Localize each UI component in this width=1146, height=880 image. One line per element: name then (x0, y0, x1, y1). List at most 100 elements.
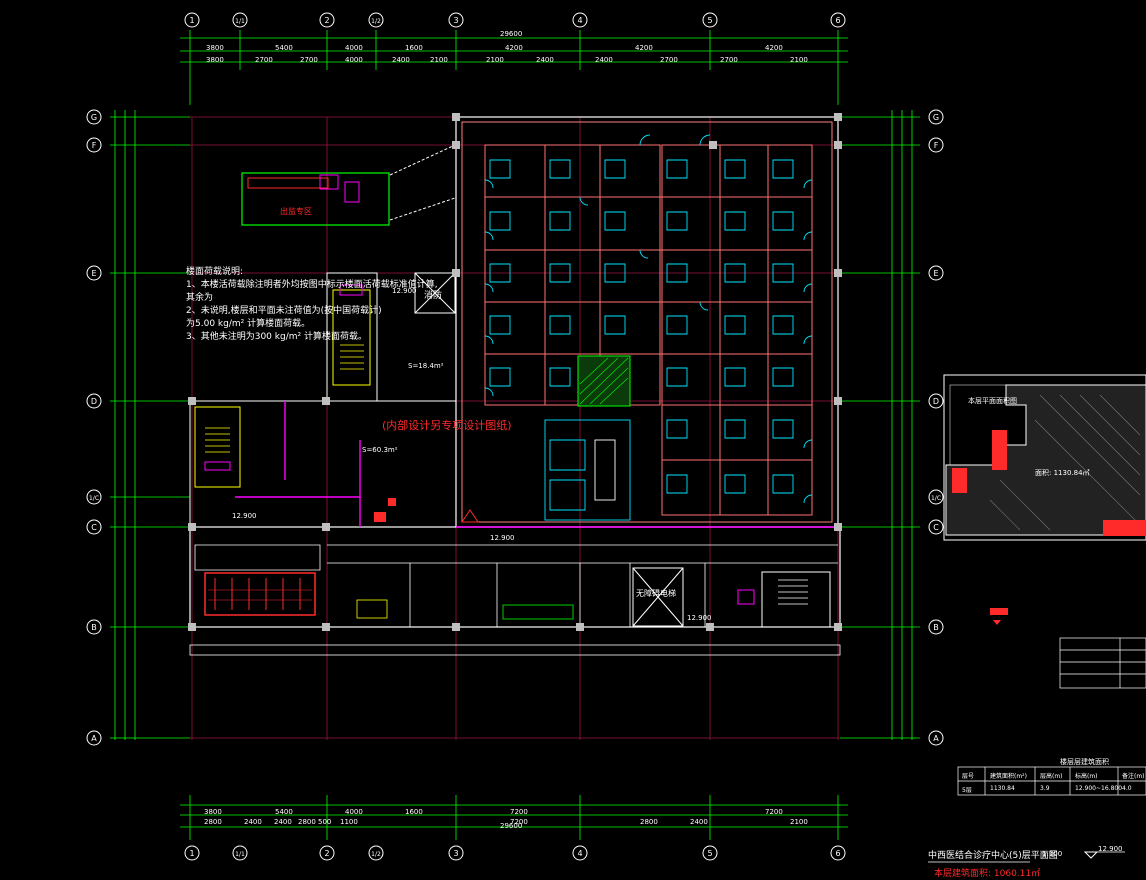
dim-bot1-value: 1600 (405, 808, 423, 816)
inset-panel (943, 374, 1146, 541)
dim-bot2-value: 1100 (340, 818, 358, 826)
axis-right-6: B (933, 623, 939, 632)
dim-bot2-value: 2100 (790, 818, 808, 826)
dim-top1-value: 4200 (505, 44, 523, 52)
axis-top-0: 1 (189, 16, 194, 25)
axis-left-6-circle (86, 619, 102, 635)
room-area-label-2: S=18.4m² (408, 362, 444, 370)
elevator-shaft (632, 567, 684, 627)
level-5: 12.900 (1098, 845, 1123, 853)
dim-top1-value: 4000 (345, 44, 363, 52)
axis-top-7-circle (830, 12, 846, 28)
legend-row-cell: 12.900~16.800 (1075, 785, 1123, 792)
axis-left-4: 1/C (89, 495, 99, 502)
elevator-label: 无障碍电梯 (636, 589, 676, 598)
dim-top2-value: 4000 (345, 56, 363, 64)
axis-right-7: A (933, 734, 939, 743)
axis-top-1-circle (232, 12, 248, 28)
axis-top-3: 1/2 (371, 18, 381, 25)
dim-top1-value: 5400 (275, 44, 293, 52)
room-area-label: S=60.3m² (362, 446, 398, 454)
courtyard (577, 355, 631, 407)
axis-bottom-3-circle (368, 845, 384, 861)
red-markers (374, 498, 479, 523)
outdoor-area-label: 出监专区 (280, 207, 312, 216)
lower-band (189, 644, 841, 656)
axis-top-5-circle (572, 12, 588, 28)
structural-columns (188, 113, 842, 631)
dim-bot1-value: 3800 (204, 808, 222, 816)
dim-bot1-value: 5400 (275, 808, 293, 816)
dim-bot2-value: 2800 (640, 818, 658, 826)
notes-item-5: 3、其他未注明为300 kg/m² 计算楼面荷载。 (186, 332, 367, 342)
axis-top-3-circle (368, 12, 384, 28)
notes-block: 楼面荷载说明: 1、本楼活荷载除注明者外均按图中标示楼面活荷载标准值计算, 其余… (186, 266, 438, 344)
dim-top2-value: 2100 (486, 56, 504, 64)
axis-left-2-circle (86, 265, 102, 281)
drawing-scale: 1:100 (1042, 850, 1063, 858)
equipment-room (204, 572, 316, 616)
bottom-rooms (194, 544, 838, 627)
axis-bottom-5: 4 (577, 849, 582, 858)
axis-bottom-1: 1/1 (235, 851, 245, 858)
level-2: 12.900 (232, 512, 257, 520)
axis-left-1-circle (86, 137, 102, 153)
legend-headers-cell: 层高(m) (1040, 773, 1063, 780)
axis-left-0: G (91, 113, 97, 122)
dim-top2-value: 2700 (255, 56, 273, 64)
dim-top1-value: 3800 (206, 44, 224, 52)
axis-left-6: B (91, 623, 97, 632)
axis-top-2: 2 (324, 16, 329, 25)
dim-bot2-value: 2800 (204, 818, 222, 826)
stair-center (326, 272, 378, 402)
legend-row-cell: 5层 (962, 787, 972, 794)
axis-left-5-circle (86, 519, 102, 535)
inset-label: 本层平面面积图 (968, 397, 1017, 405)
dim-bot2-value: 2400 (690, 818, 708, 826)
dim-top2-value: 2700 (660, 56, 678, 64)
legend-headers-cell: 层号 (962, 773, 975, 780)
dim-top2-value: 3800 (206, 56, 224, 64)
level-1: 12.900 (392, 287, 417, 295)
axis-top-2-circle (319, 12, 335, 28)
axis-top-5: 4 (577, 16, 582, 25)
axis-right-0-circle (928, 109, 944, 125)
dim-bottom-total: 29600 (500, 822, 523, 830)
axis-bottom-1-circle (232, 845, 248, 861)
axis-left-7: A (91, 734, 97, 743)
axis-bottom-3: 1/2 (371, 851, 381, 858)
ward-grid (484, 144, 813, 516)
axis-right-6-circle (928, 619, 944, 635)
axis-bottom-2: 2 (324, 849, 329, 858)
axis-left-1: F (92, 141, 97, 150)
legend-headers-cell: 备注(m) (1122, 773, 1145, 780)
legend-headers-cell: 建筑面积(m²) (990, 773, 1027, 780)
dim-top2-value: 2400 (536, 56, 554, 64)
stair-right (737, 571, 831, 628)
floor-area: 本层建筑面积: 1060.11㎡ (934, 869, 1041, 879)
axis-right-3-circle (928, 393, 944, 409)
axis-top-1: 1/1 (235, 18, 245, 25)
legend-row-cell: 3.9 (1040, 785, 1050, 792)
drawing-title: 中西医结合诊疗中心(5)层平面图 (928, 851, 1058, 861)
fire-room (414, 272, 456, 314)
axis-bottom-6-circle (702, 845, 718, 861)
outdoor-annex (241, 144, 456, 226)
dim-bot1-value: 7200 (765, 808, 783, 816)
axis-left-0-circle (86, 109, 102, 125)
axis-right-7-circle (928, 730, 944, 746)
fire-room-label: 消防 (424, 291, 443, 301)
notes-item-4: 为5.00 kg/m² 计算楼面荷载。 (186, 319, 311, 329)
ward-fixtures (484, 134, 813, 521)
axis-bottom-4-circle (448, 845, 464, 861)
axis-right-4: 1/C (931, 495, 941, 502)
legend-title: 楼层层建筑面积 (1060, 758, 1109, 766)
axis-top-6-circle (702, 12, 718, 28)
dim-top-total: 29600 (500, 30, 523, 38)
axis-right-2-circle (928, 265, 944, 281)
notes-item-1: 1、本楼活荷载除注明者外均按图中标示楼面活荷载标准值计算, (186, 280, 438, 290)
axis-right-5: C (933, 523, 939, 532)
legend-row-cell: 1130.84 (990, 785, 1015, 792)
